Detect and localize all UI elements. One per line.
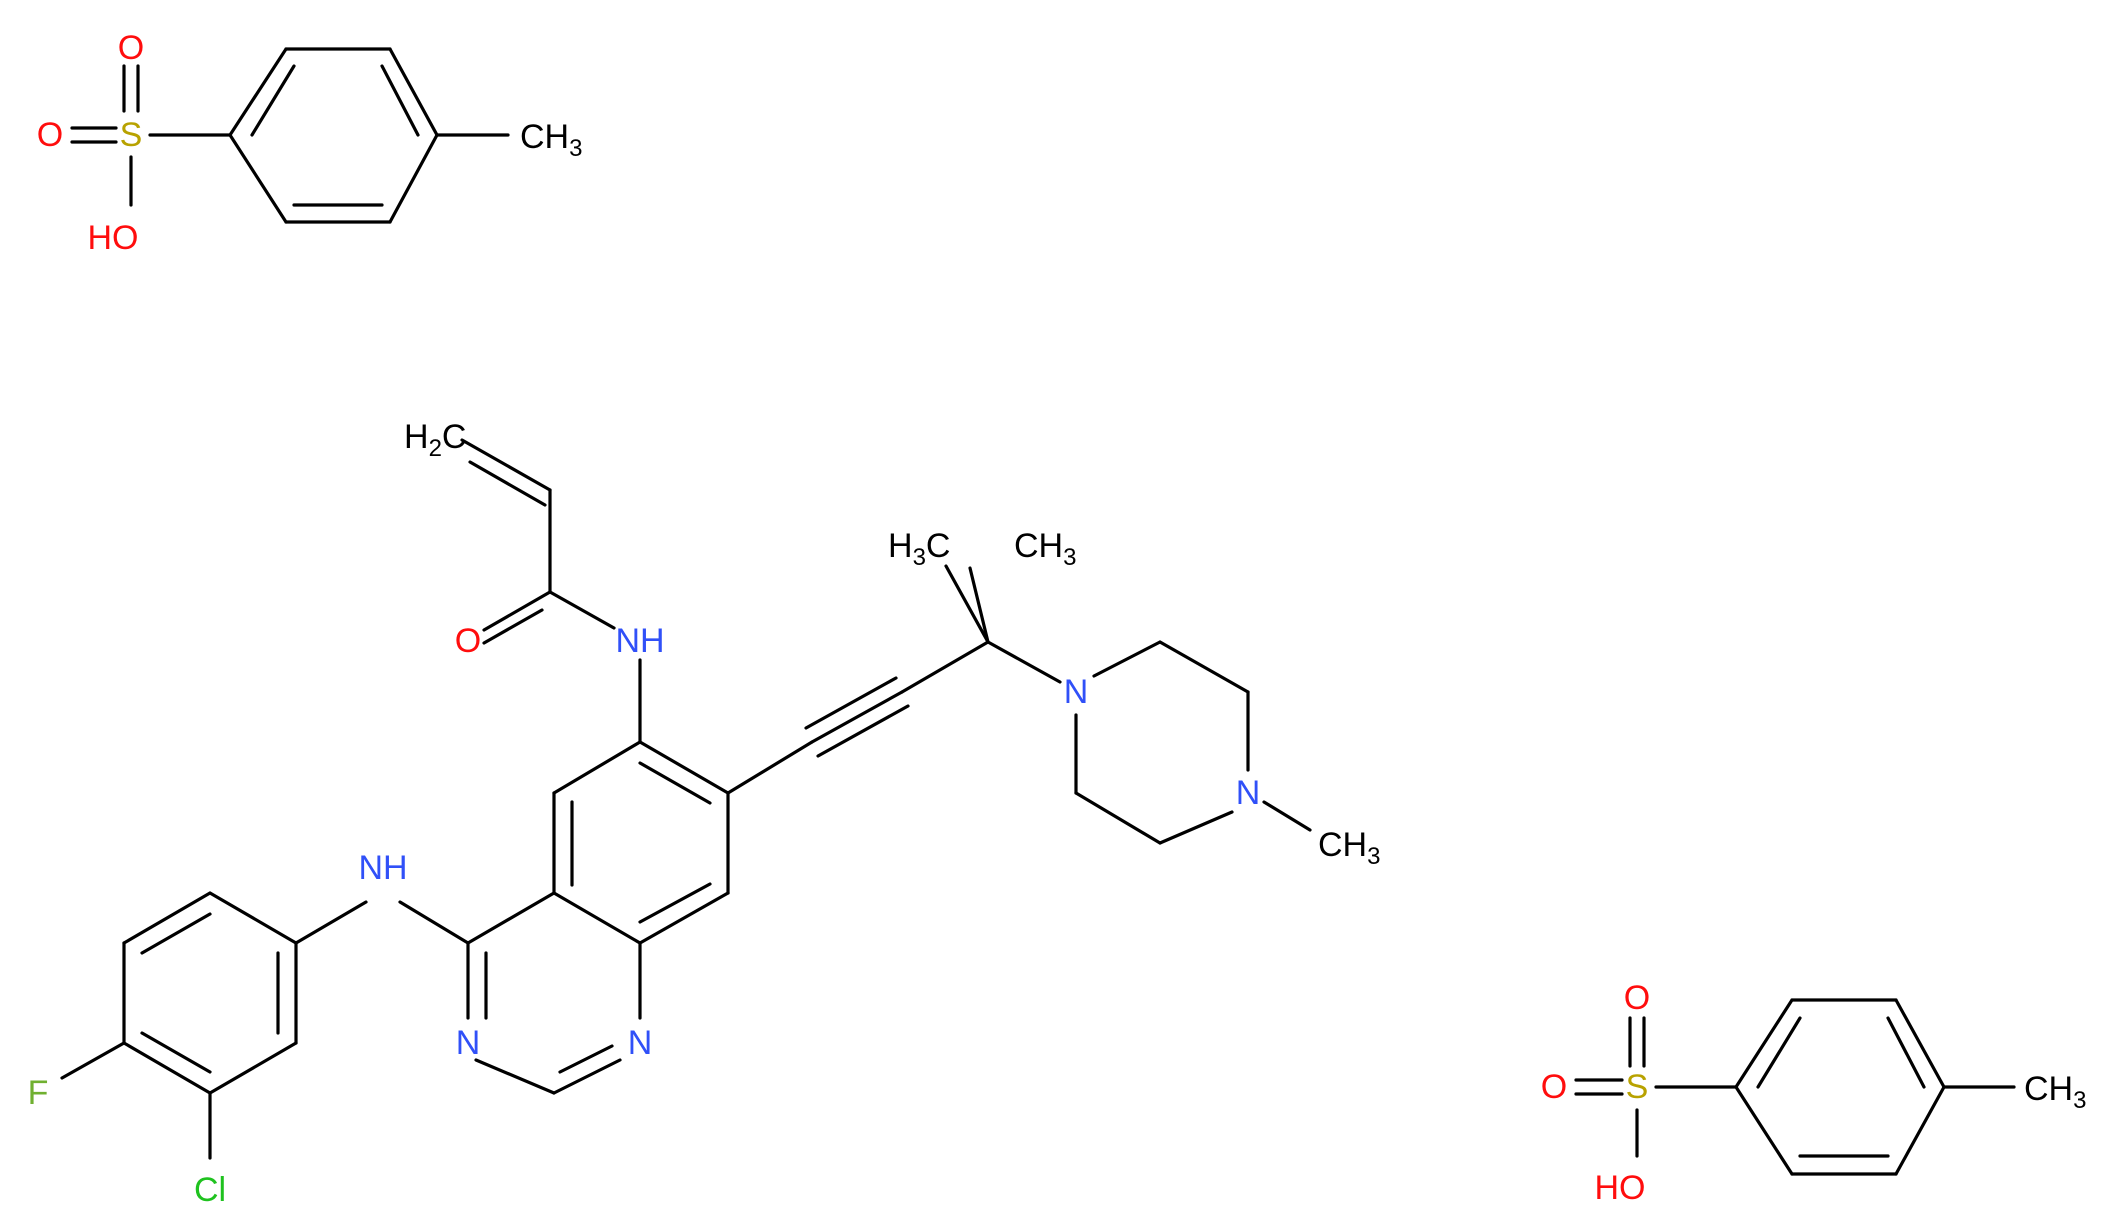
piperazine-n4: N [1236,774,1261,812]
main-molecule-bonds [60,438,1312,1160]
tosylate-1-sulfur: S [120,116,143,154]
piperazine-n1: N [1064,673,1089,711]
quinazoline-n1: N [628,1024,653,1062]
tosylate-1-bonds [70,47,510,224]
tosylate-1-methyl: CH3 [520,118,582,162]
tosylate-2-bonds [1574,998,2016,1176]
methyl-right-label: CH3 [1014,527,1076,571]
tosylate-2-hydroxyl: HO [1595,1169,1646,1207]
methyl-left-label: H3C [888,527,950,571]
quinazoline-n3: N [456,1024,481,1062]
n-methyl-label: CH3 [1318,826,1380,870]
carbonyl-oxygen: O [455,622,481,660]
tosylate-2-oxygen-top: O [1624,979,1650,1017]
anilino-nh: NH [358,849,407,887]
tosylate-1-oxygen-left: O [37,116,63,154]
amide-nh: NH [615,622,664,660]
main-molecule: H2C O NH H3C CH3 N N CH3 NH N N F Cl [28,418,1381,1209]
fluorine-label: F [28,1074,49,1112]
tosylate-1-oxygen-top: O [118,29,144,67]
tosylate-2-methyl: CH3 [2024,1070,2086,1114]
tosylate-2-oxygen-left: O [1541,1068,1567,1106]
chlorine-label: Cl [194,1171,226,1209]
tosylate-1: O O S HO CH3 [37,29,583,257]
tosylate-2: O O S HO CH3 [1541,979,2087,1207]
tosylate-1-hydroxyl: HO [88,219,139,257]
vinyl-ch2-label: H2C [404,418,466,462]
tosylate-2-sulfur: S [1626,1068,1649,1106]
